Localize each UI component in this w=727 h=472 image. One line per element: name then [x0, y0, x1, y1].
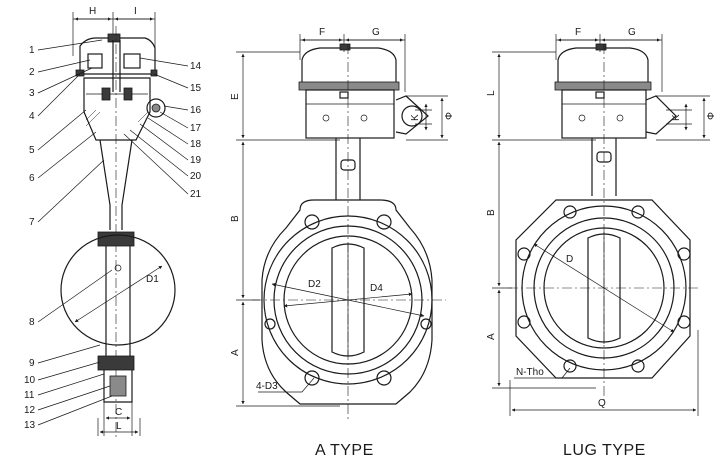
part-1-label: 1 [29, 45, 35, 56]
part-18-label: 18 [190, 139, 202, 150]
dim-d1-label: D1 [146, 274, 159, 285]
lug-dim-q-label: Q [598, 398, 606, 409]
part-13-label: 13 [24, 420, 36, 431]
part-9-label: 9 [29, 358, 35, 369]
dim-i-label: I [134, 6, 137, 17]
part-10-label: 10 [24, 375, 36, 386]
part-2-label: 2 [29, 67, 35, 78]
dim-c-label: C [115, 407, 122, 418]
part-3-label: 3 [29, 88, 35, 99]
lug-dim-l-label: L [486, 90, 497, 96]
a-type-view: F G K Φ E B A [230, 27, 455, 459]
a-dim-k-label: K [410, 114, 421, 121]
part-14-label: 14 [190, 61, 202, 72]
part-12-label: 12 [24, 405, 36, 416]
part-8-label: 8 [29, 317, 35, 328]
part-15-label: 15 [190, 83, 202, 94]
part-11-label: 11 [24, 390, 35, 401]
lug-dim-g-label: G [628, 27, 636, 38]
part-21-label: 21 [190, 189, 202, 200]
a-dim-f-label: F [319, 27, 325, 38]
lug-type-view: F G K Φ L B A [486, 27, 717, 459]
lug-dim-d-label: D [566, 254, 573, 265]
part-20-label: 20 [190, 171, 202, 182]
lug-dim-a-label: A [486, 333, 497, 340]
a-dim-a-label: A [230, 349, 241, 356]
part-6-label: 6 [29, 173, 35, 184]
lug-dim-b-label: B [486, 209, 497, 216]
lug-dim-n-label: N-Tho [516, 367, 544, 378]
side-section-view: H I D1 [37, 6, 189, 440]
dim-h-label: H [89, 6, 96, 17]
part-19-label: 19 [190, 155, 202, 166]
lug-dim-f-label: F [575, 27, 581, 38]
part-7-label: 7 [29, 217, 35, 228]
part-17-label: 17 [190, 123, 202, 134]
lug-dim-k-label: K [671, 114, 682, 121]
a-dim-d3-label: 4-D3 [256, 381, 278, 392]
a-dim-g-label: G [372, 27, 380, 38]
part-16-label: 16 [190, 105, 202, 116]
part-5-label: 5 [29, 145, 35, 156]
lug-type-caption: LUG TYPE [563, 442, 646, 459]
a-dim-d2-label: D2 [308, 279, 321, 290]
part-labels-left: 1 2 3 4 5 6 7 8 9 10 11 12 13 [24, 45, 36, 431]
a-dim-phi-label: Φ [444, 112, 455, 120]
lug-dim-phi-label: Φ [706, 112, 717, 120]
a-dim-e-label: E [230, 93, 241, 100]
part-4-label: 4 [29, 111, 35, 122]
a-dim-d4-label: D4 [370, 283, 383, 294]
a-dim-b-label: B [230, 215, 241, 222]
part-labels-right: 14 15 16 17 18 19 20 21 [190, 61, 202, 200]
a-type-caption: A TYPE [315, 442, 374, 459]
dim-l-label: L [116, 421, 122, 432]
